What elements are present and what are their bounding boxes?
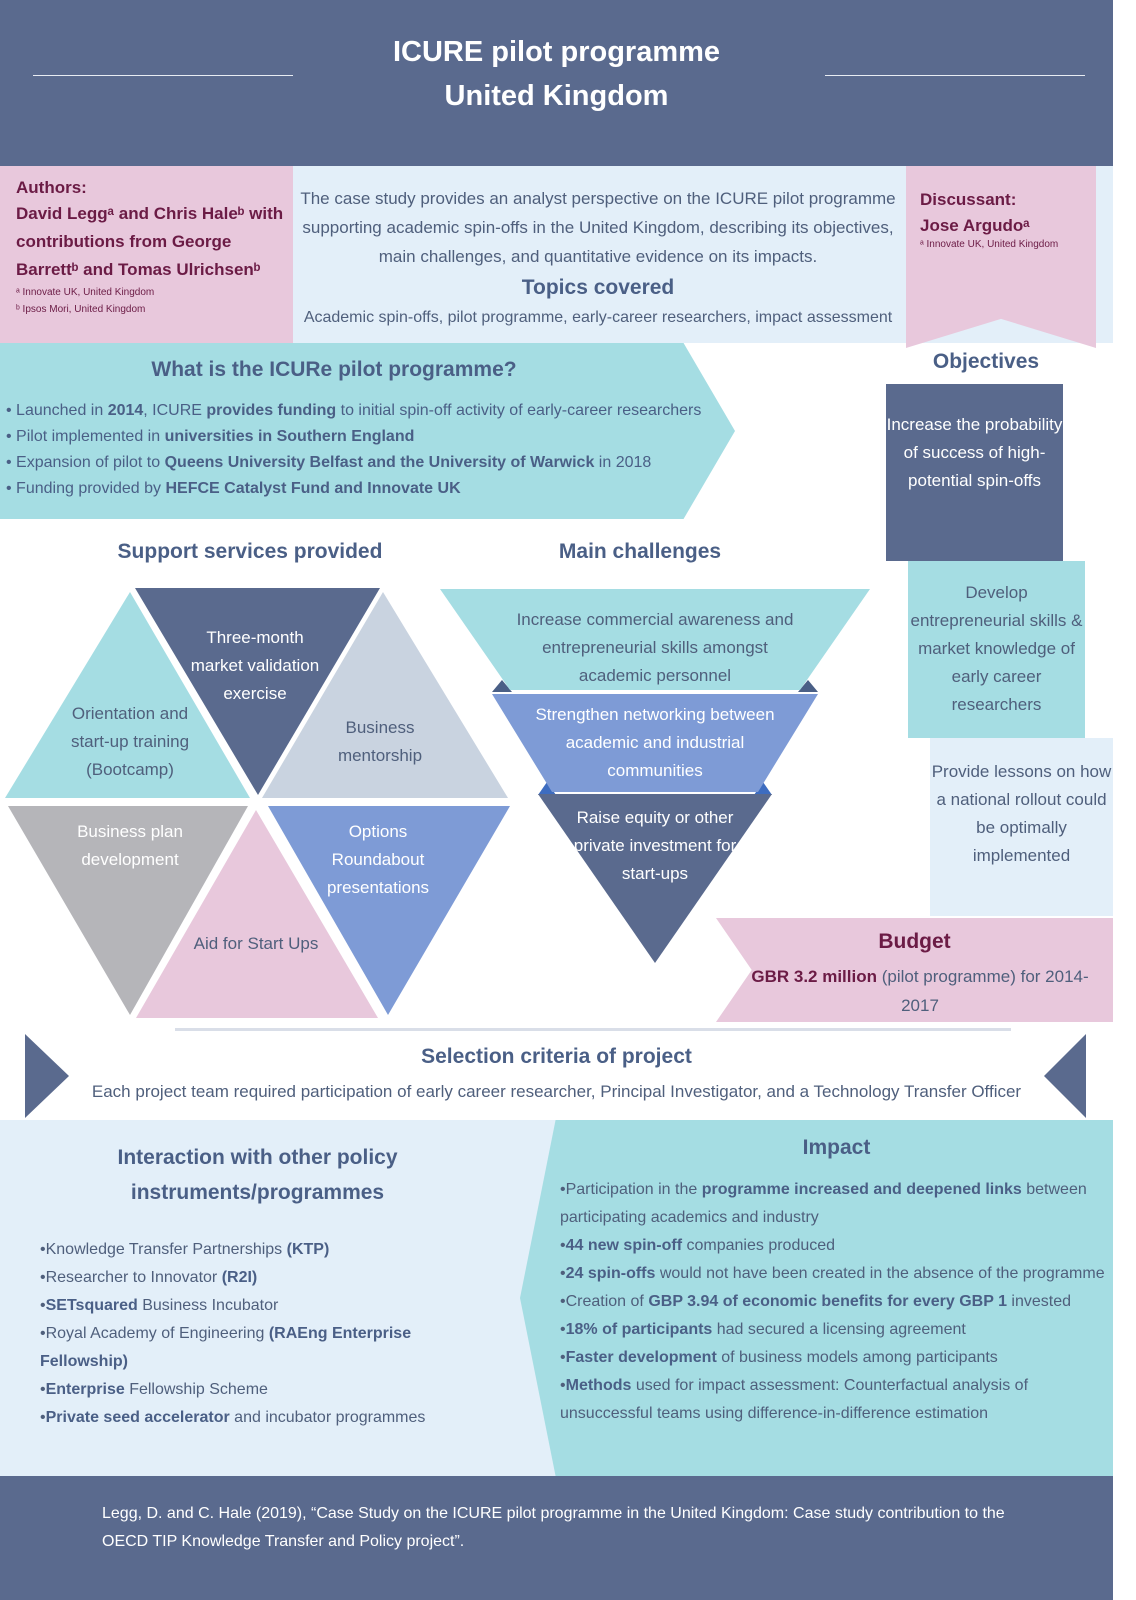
what-is-heading: What is the ICURe pilot programme? (151, 358, 517, 381)
what-is-item: • Funding provided by HEFCE Catalyst Fun… (6, 480, 461, 497)
impact-heading: Impact (802, 1136, 871, 1159)
budget-detail: (pilot programme) for 2014-2017 (877, 967, 1089, 1015)
impact-item: •Methods used for impact assessment: Cou… (560, 1377, 1029, 1422)
discussant-affiliation: ᵃ Innovate UK, United Kingdom (920, 239, 1059, 250)
interaction-heading: Interaction with other policy instrument… (117, 1146, 398, 1204)
impact-item: •Participation in the programme increase… (560, 1181, 1087, 1226)
funnel-edge-right (798, 680, 818, 692)
support-triangle-options-roundabout (268, 806, 510, 1015)
header-rule-left (33, 75, 293, 76)
intro-text: The case study provides an analyst persp… (300, 189, 896, 266)
support-label-aid-start-ups: Aid for Start Ups (193, 934, 319, 953)
interaction-item: •SETsquared Business Incubator (40, 1297, 279, 1314)
selection-heading: Selection criteria of project (421, 1045, 692, 1068)
what-is-list: • Launched in 2014, ICURE provides fundi… (6, 398, 706, 502)
footer-band (0, 1476, 1113, 1600)
main-challenges-heading: Main challenges (558, 540, 722, 563)
header-rule-right (825, 75, 1085, 76)
authors-affiliation-a: ᵃ Innovate UK, United Kingdom (16, 287, 155, 298)
challenge-label-3: Raise equity or other private investment… (573, 808, 737, 883)
interaction-item: •Researcher to Innovator (R2I) (40, 1269, 258, 1286)
what-is-item: • Launched in 2014, ICURE provides fundi… (6, 402, 702, 419)
support-label-options-roundabout: Options Roundabout presentations (326, 822, 430, 897)
selection-text: Each project team required participation… (91, 1082, 1022, 1101)
impact-item: •Faster development of business models a… (560, 1349, 998, 1366)
funnel-edge-left (492, 680, 512, 692)
challenge-band-1 (440, 589, 870, 690)
interaction-item: •Knowledge Transfer Partnerships (KTP) (40, 1241, 330, 1258)
support-label-market-validation: Three-month market validation exercise (190, 628, 320, 703)
header-banner (0, 0, 1113, 166)
main-challenges-funnel (440, 589, 870, 963)
what-is-arrow-band (0, 343, 735, 519)
interaction-item: •Private seed accelerator and incubator … (40, 1409, 426, 1426)
funnel-edge-right-2 (754, 782, 772, 795)
topics-heading: Topics covered (521, 276, 675, 299)
selection-divider (175, 1028, 1011, 1031)
budget-heading: Budget (878, 930, 951, 953)
discussant-label: Discussant: (920, 190, 1017, 209)
support-triangle-orientation (5, 592, 250, 798)
support-services-heading: Support services provided (117, 540, 383, 563)
support-triangle-market-validation (135, 588, 380, 795)
objective-box-1: Increase the probability of success of h… (886, 384, 1063, 561)
support-label-orientation: Orientation and start-up training (Bootc… (70, 704, 190, 779)
support-triangle-mentorship (262, 592, 508, 798)
support-services-diagram (5, 588, 510, 1018)
budget-box (716, 918, 1113, 1022)
budget-amount: GBR 3.2 million (751, 967, 877, 986)
page-title-line1: ICURE pilot programme (392, 36, 721, 68)
challenge-label-2: Strengthen networking between academic a… (535, 705, 775, 780)
impact-panel (520, 1120, 1113, 1476)
what-is-item: • Pilot implemented in universities in S… (6, 428, 415, 445)
objectives-heading: Objectives (932, 350, 1040, 373)
interaction-item: •Royal Academy of Engineering (RAEng Ent… (40, 1325, 412, 1370)
interaction-panel (0, 1120, 600, 1476)
support-triangle-aid-start-ups (136, 810, 378, 1018)
authors-affiliation-b: ᵇ Ipsos Mori, United Kingdom (16, 304, 146, 315)
objective-box-3: Provide lessons on how a national rollou… (930, 738, 1113, 916)
discussant-box: Discussant: Jose Argudoᵃ ᵃ Innovate UK, … (906, 166, 1096, 348)
footer-citation: Legg, D. and C. Hale (2019), “Case Study… (102, 1505, 1005, 1550)
challenge-band-2 (492, 694, 818, 792)
authors-box: Authors: David Leggᵃ and Chris Haleᵇ wit… (0, 166, 293, 343)
challenge-band-3 (538, 794, 772, 963)
authors-names: David Leggᵃ and Chris Haleᵇ with contrib… (16, 204, 284, 279)
page-title-line2: United Kingdom (444, 80, 669, 112)
budget-text: GBR 3.2 million (pilot programme) for 20… (740, 962, 1100, 1020)
support-triangle-business-plan (8, 806, 248, 1015)
objective-box-2: Develop entrepreneurial skills & market … (908, 561, 1085, 738)
support-label-mentorship: Business mentorship (337, 718, 423, 765)
challenge-label-1: Increase commercial awareness and entrep… (516, 610, 794, 685)
interaction-list: •Knowledge Transfer Partnerships (KTP) •… (40, 1236, 500, 1432)
authors-label: Authors: (16, 178, 87, 197)
support-label-business-plan: Business plan development (77, 822, 183, 869)
interaction-item: •Enterprise Fellowship Scheme (40, 1381, 268, 1398)
impact-item: •44 new spin-off companies produced (560, 1237, 836, 1254)
funnel-edge-left-2 (538, 782, 556, 795)
what-is-item: • Expansion of pilot to Queens Universit… (6, 454, 652, 471)
discussant-name: Jose Argudoᵃ (920, 216, 1030, 235)
topics-text: Academic spin-offs, pilot programme, ear… (303, 309, 893, 326)
impact-list: •Participation in the programme increase… (560, 1176, 1110, 1428)
impact-item: •18% of participants had secured a licen… (560, 1321, 966, 1338)
impact-item: •Creation of GBP 3.94 of economic benefi… (560, 1293, 1072, 1310)
impact-item: •24 spin-offs would not have been create… (560, 1265, 1105, 1282)
